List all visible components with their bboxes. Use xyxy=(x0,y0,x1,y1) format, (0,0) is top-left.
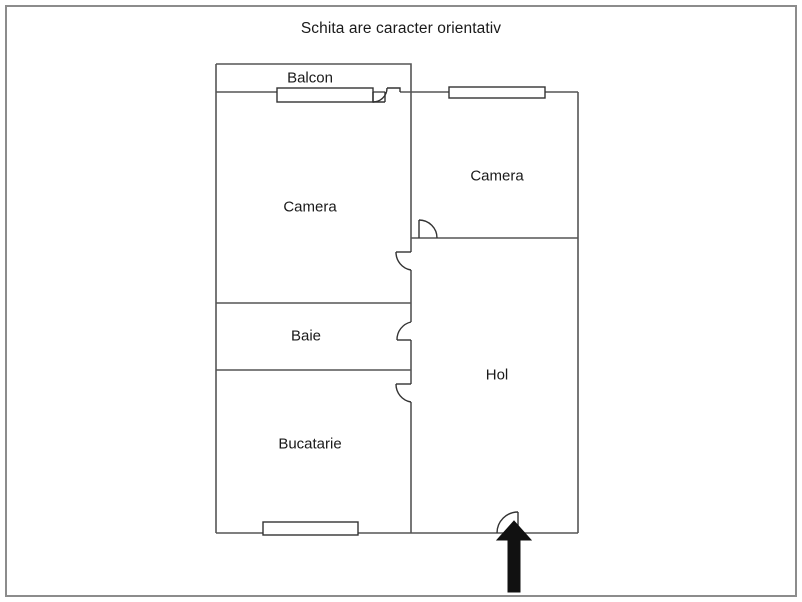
interior-walls xyxy=(216,92,578,533)
balcony-door xyxy=(372,87,401,103)
apartment-outline xyxy=(215,63,579,534)
kitchen-door xyxy=(395,383,412,403)
room-label-hallway: Hol xyxy=(485,366,509,384)
entrance-arrow xyxy=(495,520,533,593)
page-title: Schita are caracter orientativ xyxy=(300,20,502,37)
bedroom-right-window xyxy=(448,86,546,99)
room-label-balcony: Balcon xyxy=(287,69,333,87)
room-label-bedroom-left: Camera xyxy=(283,198,337,216)
windows xyxy=(262,86,546,536)
room-label-kitchen: Bucatarie xyxy=(278,435,342,453)
room-label-bedroom-right: Camera xyxy=(470,167,524,185)
bathroom-door xyxy=(396,321,412,341)
doors xyxy=(372,87,519,534)
kitchen-window xyxy=(262,521,359,536)
page-border xyxy=(5,5,797,597)
bedroom-left-door xyxy=(395,251,412,271)
balcony-outline xyxy=(216,63,412,92)
balcony-window xyxy=(276,87,374,103)
room-label-bathroom: Baie xyxy=(290,327,322,345)
bedroom-right-door xyxy=(418,219,438,239)
